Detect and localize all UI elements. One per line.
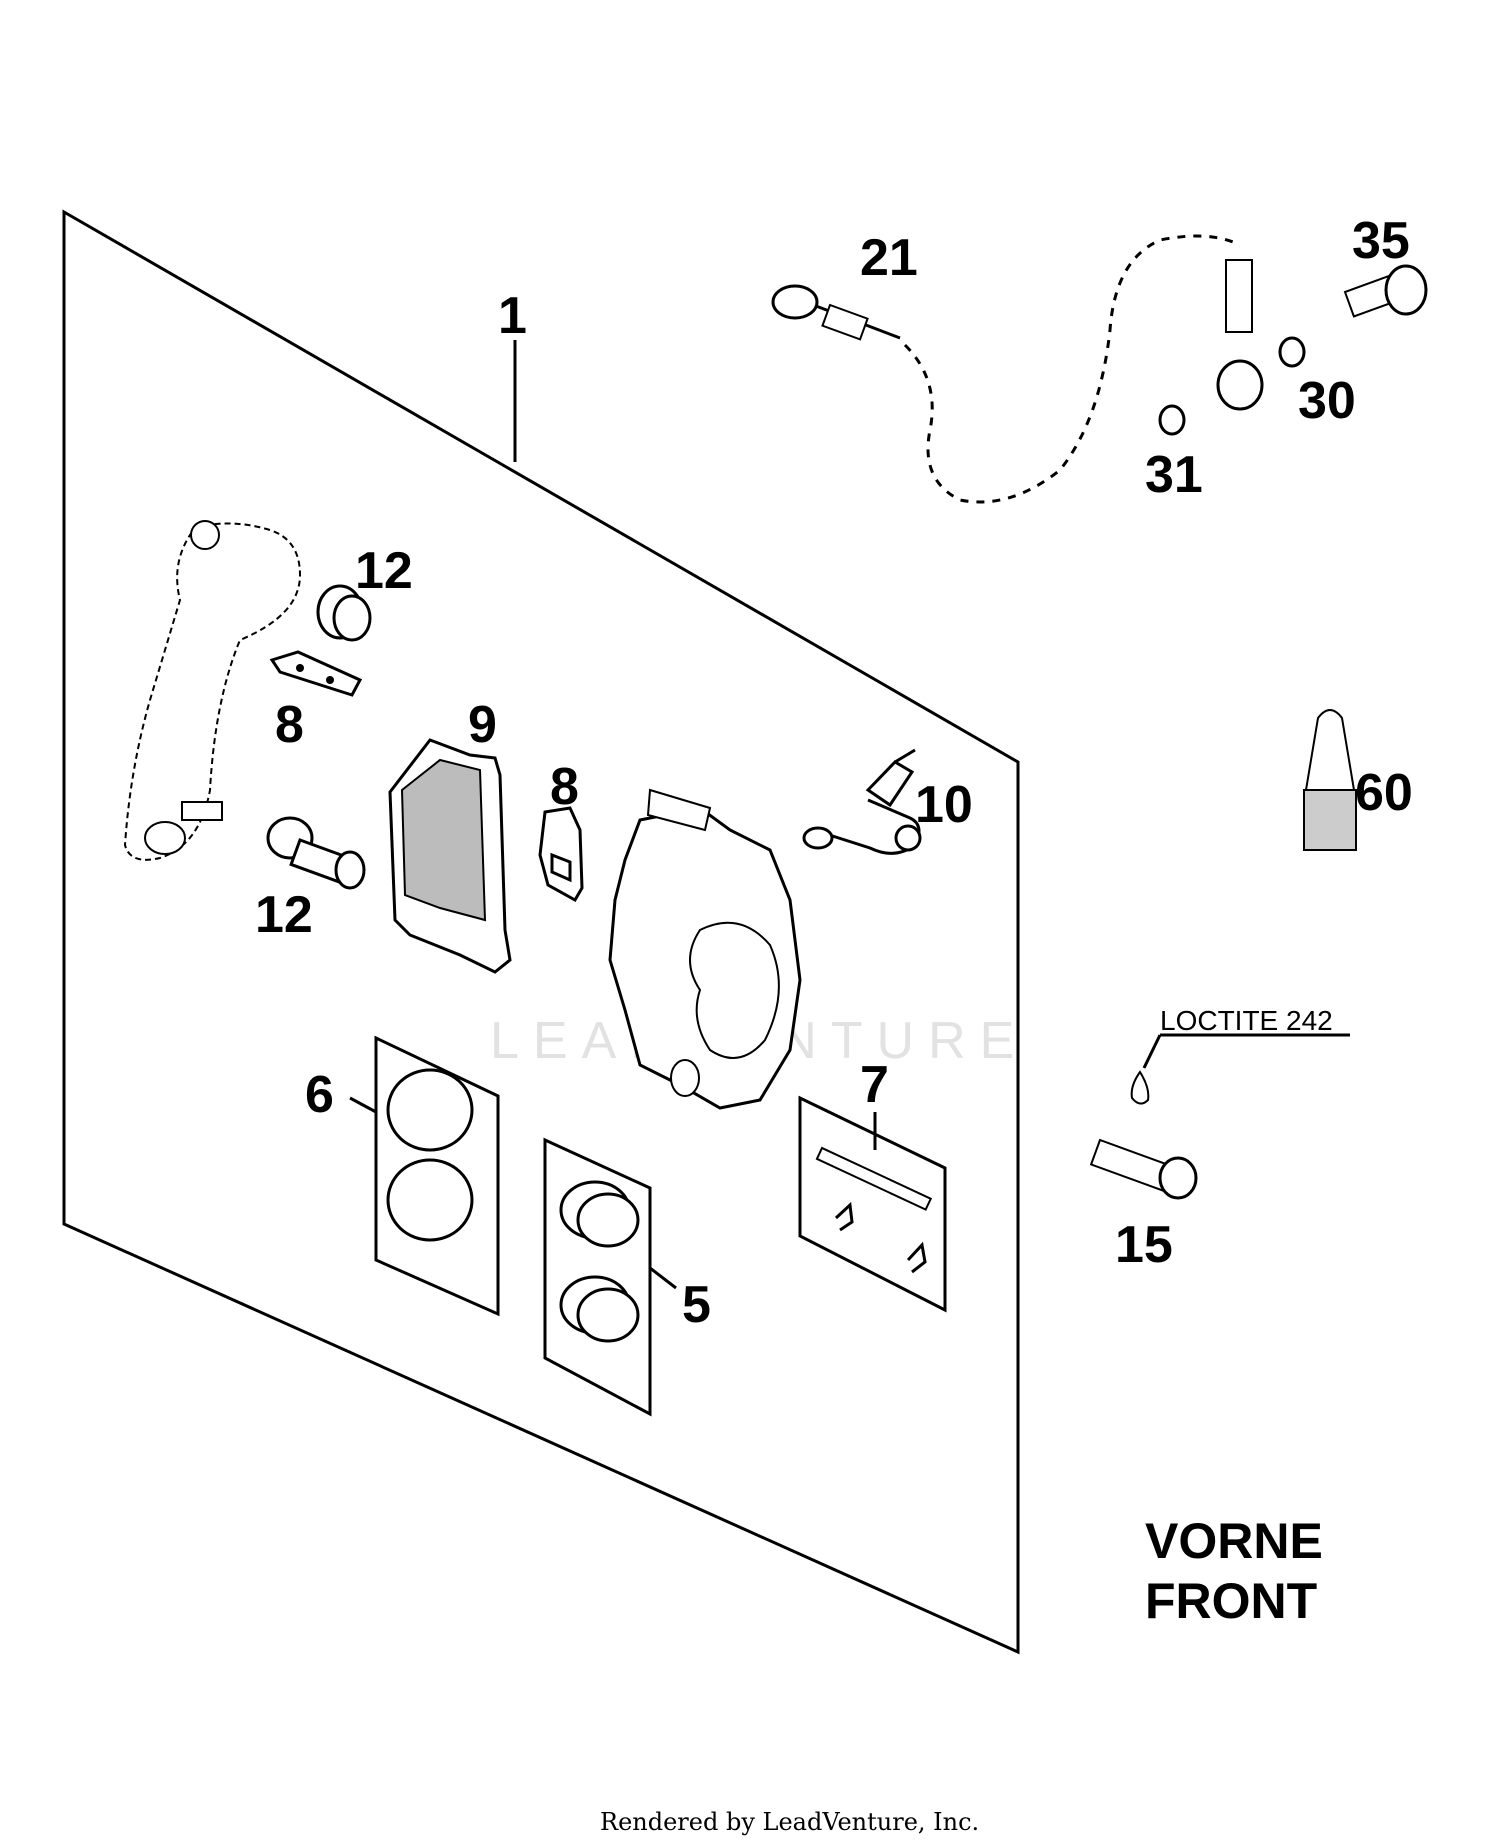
brake-line-21 — [771, 234, 1264, 504]
loctite-tube-60 — [1303, 709, 1357, 851]
orientation-front: FRONT — [1145, 1573, 1317, 1629]
label-12-upper: 12 — [355, 542, 413, 600]
label-8-upper: 8 — [275, 696, 304, 754]
pin-kit-7 — [798, 1095, 947, 1313]
label-12-lower: 12 — [255, 886, 313, 944]
leader-5 — [649, 1266, 677, 1290]
label-8-middle: 8 — [550, 758, 579, 816]
pad-spring-8-upper — [269, 650, 363, 697]
bolt-15 — [1089, 1033, 1350, 1200]
washer-31 — [1158, 404, 1186, 436]
label-60: 60 — [1355, 764, 1413, 822]
leader-6 — [349, 1096, 377, 1114]
label-9: 9 — [468, 696, 497, 754]
caliper-bracket — [123, 520, 302, 861]
label-35: 35 — [1352, 212, 1410, 270]
banjo-bolt-35 — [1343, 264, 1428, 318]
footer-credit: Rendered by LeadVenture, Inc. — [600, 1808, 979, 1836]
pad-spring-8-middle — [538, 806, 584, 903]
label-1: 1 — [498, 287, 527, 345]
label-31: 31 — [1145, 446, 1203, 504]
loctite-note: LOCTITE 242 — [1160, 1005, 1333, 1036]
label-15: 15 — [1115, 1216, 1173, 1274]
piston-kit-6 — [374, 1035, 500, 1317]
brake-pad-9 — [388, 738, 512, 974]
caliper-body — [608, 788, 802, 1110]
label-5: 5 — [682, 1276, 711, 1334]
bushing-12-upper — [316, 584, 372, 642]
bolt-12-lower — [266, 816, 366, 890]
label-10: 10 — [915, 776, 973, 834]
label-30: 30 — [1298, 372, 1356, 430]
seal-kit-5 — [543, 1137, 652, 1417]
label-7: 7 — [860, 1056, 889, 1114]
kit-panel — [62, 209, 1020, 1655]
orientation-vorne: VORNE — [1145, 1513, 1323, 1569]
label-21: 21 — [860, 229, 918, 287]
label-6: 6 — [305, 1066, 334, 1124]
bleeder-valve-10 — [802, 748, 922, 855]
washer-30 — [1278, 336, 1306, 368]
